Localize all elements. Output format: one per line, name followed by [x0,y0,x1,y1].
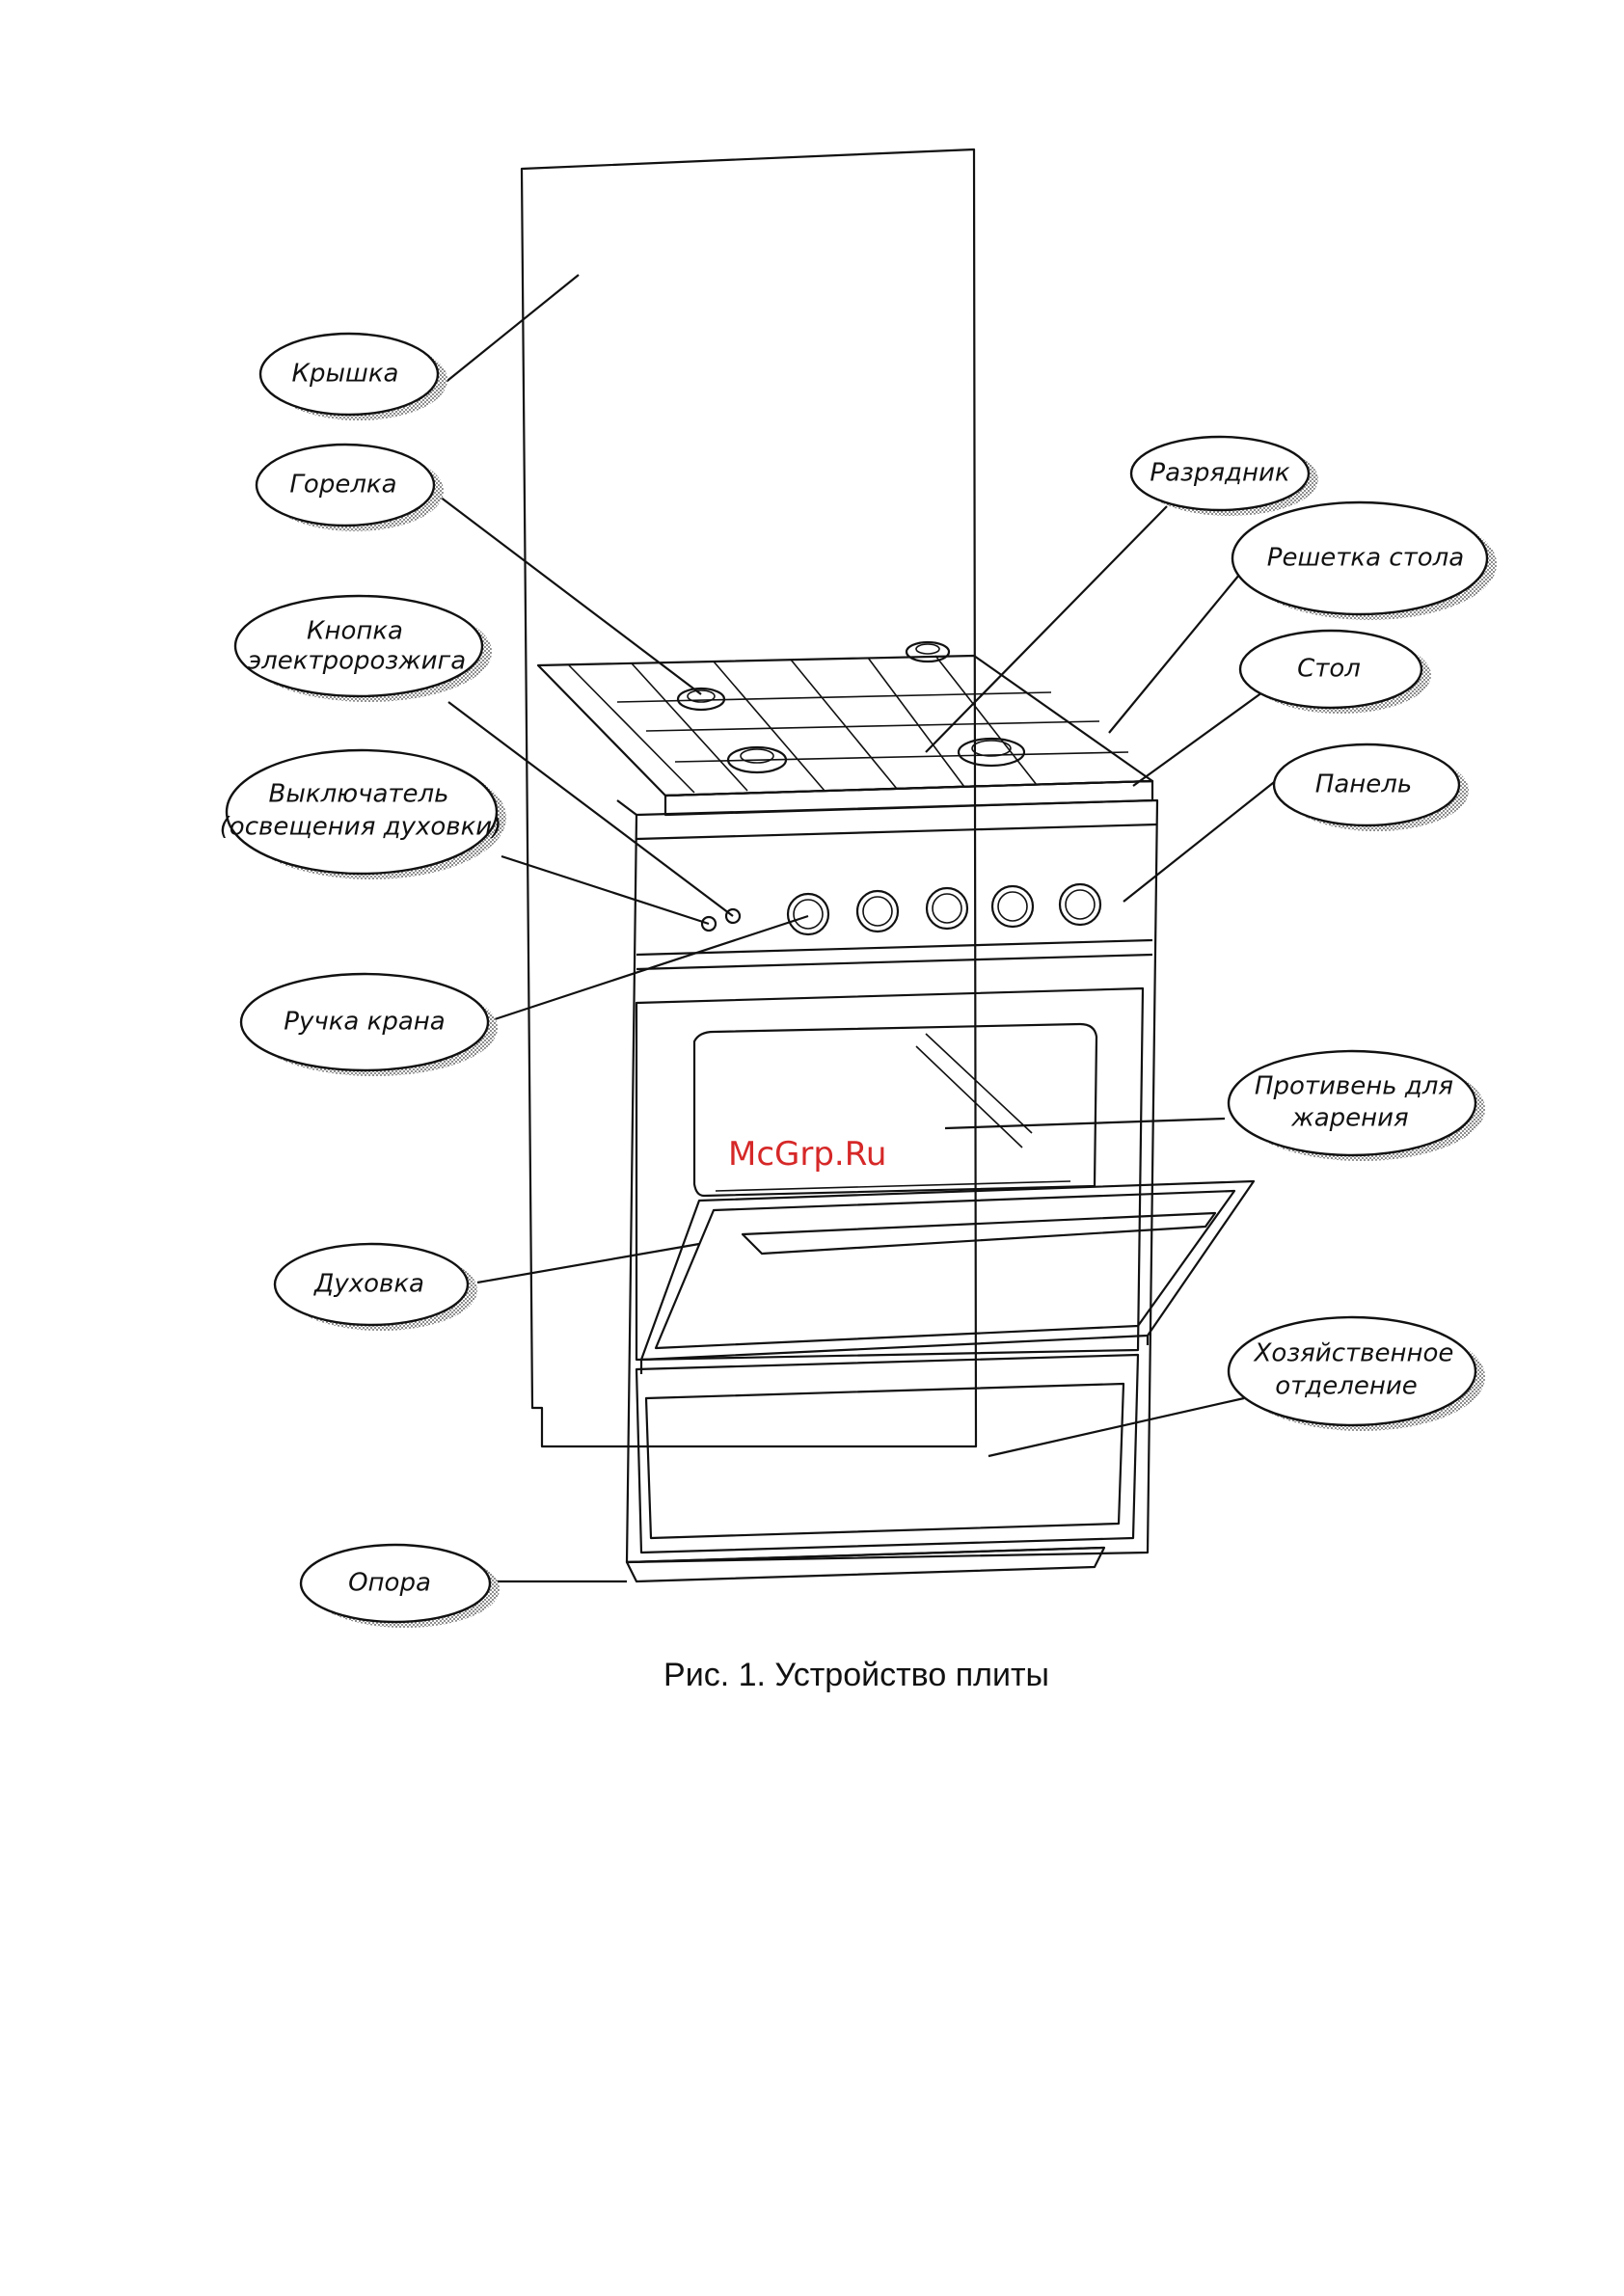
label-lid: Крышка [292,360,399,389]
burner-2 [907,642,949,662]
label-support: Опора [348,1569,431,1598]
label-tap-handle: Ручка крана [284,1008,445,1037]
burner-4 [959,739,1024,766]
lid [522,149,976,1446]
label-storage-2: отделение [1275,1372,1418,1401]
label-ignition-2: электророзжига [248,647,466,676]
stove-illustration [522,149,1254,1581]
label-grid: Решетка стола [1267,544,1464,573]
label-spark: Разрядник [1150,459,1289,488]
label-burner: Горелка [289,471,396,500]
callouts [227,334,1487,1622]
label-switch-2: (освещения духовки) [220,813,502,842]
oven [636,988,1254,1374]
label-table: Стол [1297,655,1361,684]
label-panel: Панель [1315,770,1412,799]
label-ignition-1: Кнопка [307,617,403,646]
watermark: McGrp.Ru [728,1135,886,1174]
storage-compartment [627,1355,1138,1581]
label-oven: Духовка [313,1270,424,1299]
figure-caption: Рис. 1. Устройство плиты [663,1657,1049,1693]
label-switch-1: Выключатель [269,780,449,809]
label-tray-2: жарения [1290,1104,1408,1133]
oven-door [641,1181,1254,1360]
label-storage-1: Хозяйственное [1253,1339,1454,1368]
cooktop-grid [569,656,1128,793]
label-tray-1: Противень для [1255,1072,1453,1101]
